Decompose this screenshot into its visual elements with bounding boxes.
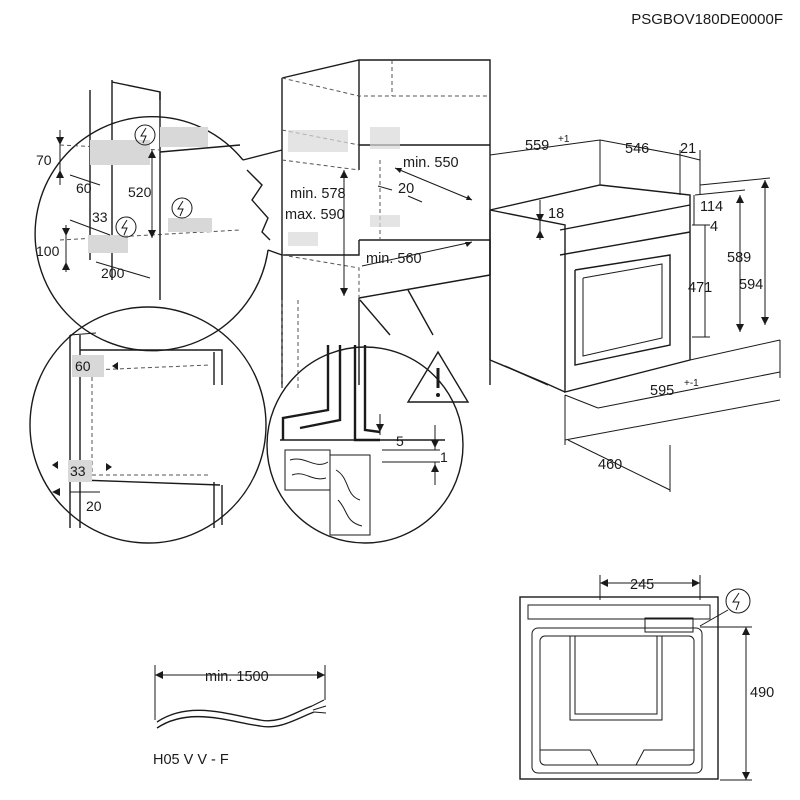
label-546: 546 <box>625 141 649 157</box>
detail-circle-bottom <box>266 289 464 544</box>
power-cable: min. 1500 H05 V V - F <box>153 665 327 768</box>
dim-200: 200 <box>95 261 151 281</box>
label-490: 490 <box>750 685 774 701</box>
dim-33: 33 <box>69 209 111 236</box>
dim-578-590: min. 578 max. 590 <box>285 170 348 296</box>
label-70: 70 <box>36 152 52 168</box>
label-100: 100 <box>36 243 60 259</box>
dim-594: 594 <box>699 177 771 325</box>
label-cable-type: H05 V V - F <box>153 752 229 768</box>
dim-70: 70 <box>36 130 64 185</box>
dim-gap5: 5 <box>376 414 404 449</box>
electric-hazard-icon <box>171 197 193 219</box>
dim-559: 559 +1 <box>489 134 601 210</box>
dim-114: 114 <box>693 195 723 225</box>
label-520: 520 <box>128 184 152 200</box>
dim-595: 595 +-1 <box>564 339 781 409</box>
oven-front <box>519 596 719 780</box>
dim-18: 18 <box>536 200 564 240</box>
label-min560: min. 560 <box>366 251 422 267</box>
detail-circle-side <box>29 306 267 544</box>
electric-hazard-icon <box>115 216 137 238</box>
label-21: 21 <box>680 141 696 157</box>
dim-min560: min. 560 <box>361 241 473 267</box>
label-18: 18 <box>548 206 564 222</box>
dim-min550: min. 550 <box>394 155 473 201</box>
label-595-tol: +-1 <box>684 378 699 389</box>
arrow-side33 <box>52 461 58 469</box>
label-min578: min. 578 <box>290 186 346 202</box>
doc-code: PSGBOV180DE0000F <box>631 11 783 28</box>
label-side60: 60 <box>75 358 91 374</box>
cabinet-column <box>281 59 491 388</box>
label-4: 4 <box>710 219 718 235</box>
label-side33: 33 <box>70 463 86 479</box>
label-460: 460 <box>598 457 622 473</box>
arrow-side60 <box>112 362 118 370</box>
dim-245: 245 <box>599 575 701 600</box>
electric-hazard-icon <box>134 124 156 146</box>
label-60: 60 <box>76 180 92 196</box>
dim-100: 100 <box>36 225 70 272</box>
dim-520: 520 <box>128 150 156 238</box>
oven-body <box>489 184 691 393</box>
warning-triangle-icon <box>406 350 470 403</box>
label-589: 589 <box>727 250 751 266</box>
dim-20: 20 <box>377 181 423 203</box>
label-gap5: 5 <box>396 433 404 449</box>
label-200: 200 <box>101 265 125 281</box>
dim-589: 589 <box>694 189 751 332</box>
label-33: 33 <box>92 209 108 225</box>
dim-side20: 20 <box>52 488 102 514</box>
label-114: 114 <box>700 199 723 215</box>
label-min550: min. 550 <box>403 155 459 171</box>
label-cable-min: min. 1500 <box>205 669 269 685</box>
detail-circle-top <box>34 80 283 352</box>
dim-460: 460 <box>564 395 781 492</box>
arrow-side33b <box>106 463 112 471</box>
label-gap1: 1 <box>440 449 448 465</box>
dim-gap1: 1 <box>382 425 448 485</box>
dim-546: 546 <box>599 139 681 157</box>
label-594: 594 <box>739 277 763 293</box>
label-side20: 20 <box>86 498 102 514</box>
label-595: 595 <box>650 383 674 399</box>
dim-4: 4 <box>710 219 718 235</box>
label-559-tol: +1 <box>558 134 570 145</box>
label-245: 245 <box>630 577 654 593</box>
label-max590: max. 590 <box>285 207 345 223</box>
dim-490: 490 <box>700 626 774 781</box>
label-559: 559 <box>525 138 549 154</box>
label-471: 471 <box>688 280 712 296</box>
dim-60: 60 <box>69 174 101 196</box>
label-20: 20 <box>398 181 414 197</box>
dim-21: 21 <box>679 141 701 195</box>
electric-hazard-icon <box>699 588 751 627</box>
dim-471: 471 <box>688 224 712 338</box>
